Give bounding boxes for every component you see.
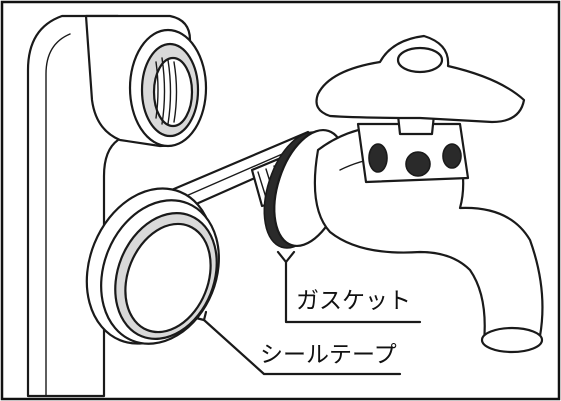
seal-tape-roll xyxy=(85,130,320,345)
gasket-label: ガスケット xyxy=(296,288,411,314)
elbow-pipe xyxy=(26,14,208,398)
gasket-callout: ガスケット xyxy=(276,250,422,324)
seal-tape-label: シールテープ xyxy=(260,342,397,368)
faucet xyxy=(250,34,544,354)
seal-tape-callout: シールテープ xyxy=(194,310,402,376)
